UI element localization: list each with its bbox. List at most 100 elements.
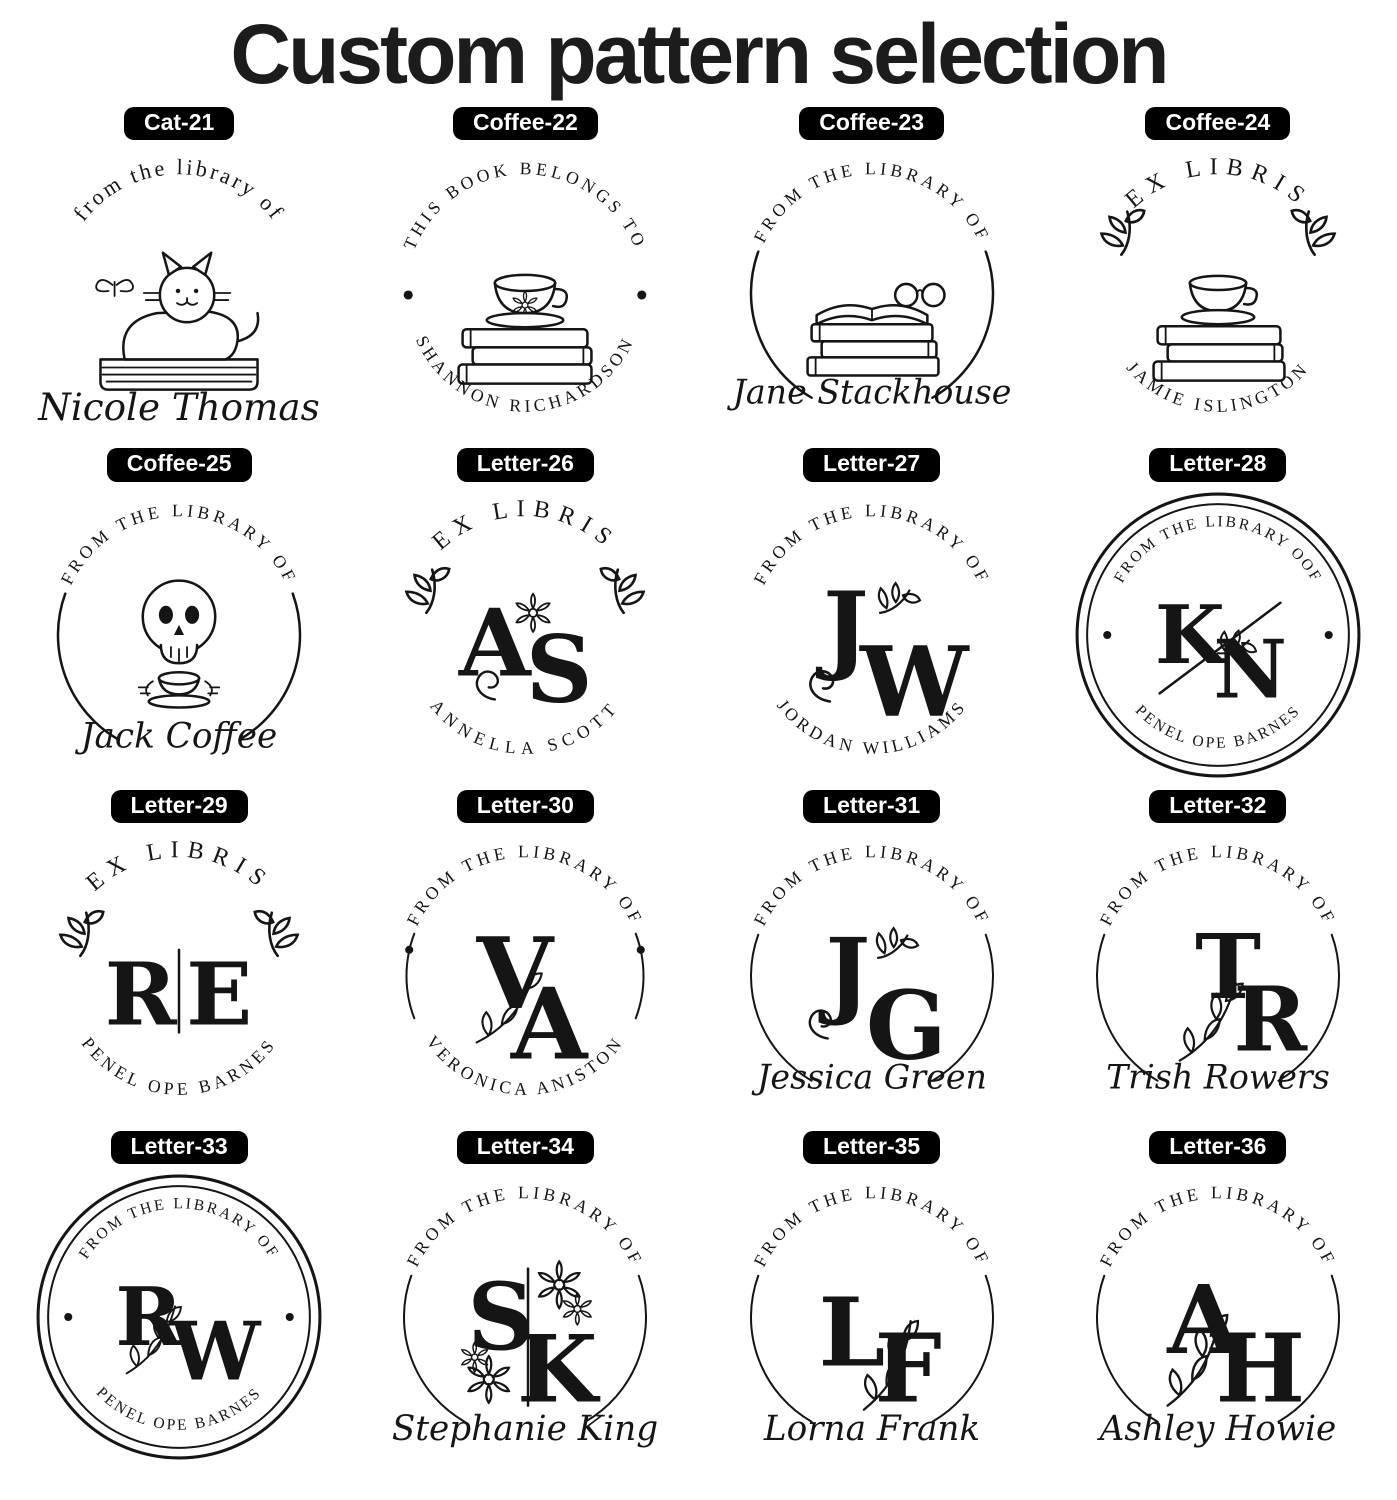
- arc-top-text: THIS BOOK BELONGS TO: [399, 158, 647, 252]
- stamp-card-letter-36[interactable]: Letter-36 FROM THE LIBRARY OF A H Ashley…: [1047, 1130, 1389, 1468]
- flourish-icon: [808, 1009, 832, 1040]
- monogram-letter-1: L: [818, 1278, 885, 1389]
- stamp-card-letter-26[interactable]: Letter-26 EX LIBRIS A S ANNELLA SCOTT: [354, 448, 696, 785]
- monogram-letter-2: N: [1213, 621, 1287, 716]
- stamp-label[interactable]: Letter-28: [1149, 448, 1287, 482]
- arc-top-text: FROM THE LIBRARY OF: [749, 159, 990, 247]
- stamp-label[interactable]: Letter-36: [1149, 1130, 1287, 1165]
- stamp-label[interactable]: Coffee-23: [799, 107, 945, 141]
- left-dot-icon: [404, 290, 414, 300]
- stamp-name-script: Stephanie King: [392, 1409, 658, 1449]
- stamp-label[interactable]: Letter-32: [1149, 789, 1287, 823]
- stamp-card-letter-35[interactable]: Letter-35 FROM THE LIBRARY OF L F Lorna …: [701, 1130, 1043, 1468]
- stamp-name-script: Lorna Frank: [762, 1409, 979, 1449]
- pattern-grid: Cat-21 from the library of: [0, 107, 1397, 1468]
- stamp-label[interactable]: Cat-21: [123, 107, 235, 141]
- stamp-graphic-letter-35: FROM THE LIBRARY OF L F Lorna Frank: [749, 1182, 994, 1449]
- monogram-letter-2: K: [517, 1315, 601, 1424]
- stamp-graphic-letter-31: FROM THE LIBRARY OF J G Jessica Green: [749, 841, 994, 1097]
- diagonal-divider: [1158, 601, 1282, 695]
- left-sprig-icon: [1094, 201, 1159, 261]
- svg-text:FROM THE LIBRARY OF: FROM THE LIBRARY OF: [76, 1195, 283, 1262]
- stamp-card-letter-28[interactable]: Letter-28 FROM THE LIBRARY OOF K N PENEL…: [1047, 448, 1389, 785]
- stamp-border-arcs: [1095, 933, 1340, 1082]
- stamp-card-coffee-24[interactable]: Coffee-24 EX LIBRIS: [1047, 107, 1389, 444]
- cat-on-book-icon: [95, 251, 260, 392]
- stamp-card-coffee-23[interactable]: Coffee-23 FROM THE LIBRARY OF: [701, 107, 1043, 444]
- stamp-card-coffee-22[interactable]: Coffee-22 THIS BOOK BELONGS TO: [354, 107, 696, 444]
- stamp-border-arcs: [749, 1274, 994, 1423]
- stamp-card-letter-34[interactable]: Letter-34 FROM THE LIBRARY OF S K Stepha…: [354, 1130, 696, 1468]
- stamp-label-text: Coffee-23: [819, 109, 925, 135]
- stamp-card-letter-32[interactable]: Letter-32 FROM THE LIBRARY OF T R Trish …: [1047, 789, 1389, 1127]
- stamp-name-script: Ashley Howie: [1097, 1409, 1337, 1449]
- stamp-graphic-letter-27: FROM THE LIBRARY OF J W JORDAN WILLIAMS: [749, 500, 994, 758]
- stamp-graphic-letter-30: FROM THE LIBRARY OF V A VERONICA ANISTON: [403, 841, 646, 1099]
- arc-top-text: FROM THE LIBRARY OF: [403, 1182, 644, 1270]
- monogram-letter-1: R: [105, 944, 178, 1045]
- stamp-card-letter-31[interactable]: Letter-31 FROM THE LIBRARY OF J G Jessic…: [701, 789, 1043, 1127]
- stamp-card-letter-29[interactable]: Letter-29 EX LIBRIS R E PENEL OPE BARNES: [8, 789, 350, 1127]
- left-sprig-icon: [400, 558, 464, 618]
- stamp-name-script: Nicole Thomas: [37, 385, 319, 429]
- svg-text:FROM THE LIBRARY OF: FROM THE LIBRARY OF: [749, 841, 994, 929]
- monogram-letter-2: G: [865, 970, 946, 1081]
- svg-text:FROM THE LIBRARY OF: FROM THE LIBRARY OF: [749, 159, 994, 247]
- stamp-graphic-letter-28: FROM THE LIBRARY OOF K N PENEL OPE BARNE…: [1075, 492, 1361, 778]
- flourish-icon: [808, 669, 834, 703]
- svg-text:EX LIBRIS: EX LIBRIS: [81, 836, 277, 896]
- stamp-card-letter-27[interactable]: Letter-27 FROM THE LIBRARY OF J W JORDAN…: [701, 448, 1043, 785]
- books-with-glasses-icon: [805, 282, 946, 378]
- stamp-border-arcs: [749, 933, 994, 1082]
- stamp-graphic-letter-29: EX LIBRIS R E PENEL OPE BARNES: [54, 836, 305, 1099]
- right-sprig-icon: [587, 558, 651, 618]
- stamp-card-letter-30[interactable]: Letter-30 FROM THE LIBRARY OF V A VERONI…: [354, 789, 696, 1127]
- stamp-label-text: Letter-35: [823, 1132, 921, 1159]
- monogram-letter-2: R: [1233, 967, 1308, 1071]
- stamp-graphic-letter-33: FROM THE LIBRARY OF R W PENEL OPE BARNES: [36, 1174, 322, 1460]
- stamp-label-text: Letter-32: [1169, 791, 1267, 818]
- stamp-label-text: Coffee-22: [472, 109, 578, 135]
- right-dot-icon: [1324, 630, 1333, 639]
- stamp-label[interactable]: Letter-27: [803, 448, 941, 482]
- svg-text:EX LIBRIS: EX LIBRIS: [1120, 153, 1316, 213]
- svg-text:FROM THE LIBRARY OF: FROM THE LIBRARY OF: [749, 1182, 994, 1270]
- svg-text:FROM THE LIBRARY OF: FROM THE LIBRARY OF: [1095, 1182, 1340, 1270]
- stamp-label[interactable]: Coffee-25: [106, 448, 252, 482]
- stamp-label-text: Letter-36: [1169, 1132, 1267, 1159]
- stamp-label[interactable]: Letter-34: [456, 1130, 594, 1165]
- stamp-label[interactable]: Letter-29: [110, 789, 248, 823]
- stamp-label[interactable]: Letter-30: [456, 789, 594, 823]
- monogram-letter-1: A: [458, 588, 532, 697]
- stamp-graphic-coffee-22: THIS BOOK BELONGS TO SHANNON RICHAR: [399, 158, 647, 416]
- stamp-label[interactable]: Letter-26: [456, 448, 594, 482]
- stamp-graphic-letter-36: FROM THE LIBRARY OF A H Ashley Howie: [1095, 1182, 1340, 1449]
- monogram-letter-2: H: [1215, 1314, 1304, 1425]
- monogram-letter-1: R: [115, 1269, 183, 1364]
- stamp-label-text: Letter-27: [823, 450, 921, 477]
- stamp-label[interactable]: Letter-33: [110, 1130, 248, 1165]
- stamp-label[interactable]: Letter-31: [803, 789, 941, 823]
- sprig-icon: [871, 577, 924, 625]
- stamp-label-text: Letter-28: [1169, 450, 1267, 477]
- flower-icon: [537, 1260, 583, 1310]
- stamp-border-arcs: [749, 250, 994, 400]
- monogram-letter-2: S: [526, 614, 593, 723]
- arc-top-text: FROM THE LIBRARY OF: [1095, 1182, 1336, 1270]
- stamp-label[interactable]: Letter-35: [803, 1130, 941, 1165]
- stamp-label[interactable]: Coffee-22: [452, 107, 598, 141]
- stamp-card-letter-33[interactable]: Letter-33 FROM THE LIBRARY OF R W PENEL …: [8, 1130, 350, 1468]
- stamp-name-script: Jane Stackhouse: [726, 373, 1011, 412]
- monogram-letter-1: T: [1195, 915, 1261, 1019]
- teacup-on-books-icon: [457, 273, 594, 386]
- stamp-label-text: Letter-34: [476, 1132, 574, 1159]
- stamp-card-coffee-25[interactable]: Coffee-25 FROM THE LIBRARY OF: [8, 448, 350, 785]
- stamp-border-arcs: [403, 1274, 648, 1423]
- svg-text:FROM THE LIBRARY OF: FROM THE LIBRARY OF: [403, 1182, 648, 1270]
- svg-text:FROM THE LIBRARY OF: FROM THE LIBRARY OF: [749, 500, 994, 588]
- stamp-card-cat-21[interactable]: Cat-21 from the library of: [8, 107, 350, 444]
- arc-top-text: EX LIBRIS: [427, 495, 615, 555]
- double-circle-border: [1075, 492, 1361, 778]
- stamp-label[interactable]: Coffee-24: [1145, 107, 1291, 141]
- stamp-graphic-letter-32: FROM THE LIBRARY OF T R Trish Rowers: [1095, 841, 1340, 1097]
